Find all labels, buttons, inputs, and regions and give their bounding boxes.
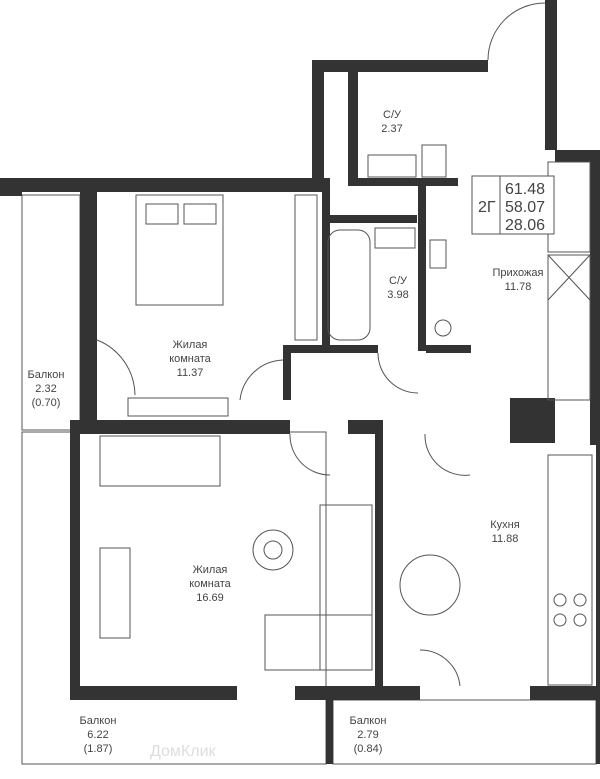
apartment-summary: 2Г 61.48 58.07 28.06 [471, 175, 555, 235]
svg-text:Балкон: Балкон [28, 369, 65, 381]
svg-text:11.88: 11.88 [492, 533, 519, 545]
svg-text:3.98: 3.98 [387, 289, 408, 301]
living-area: 28.06 [505, 217, 545, 234]
svg-text:Жилая: Жилая [193, 564, 228, 576]
svg-text:(1.87): (1.87) [84, 743, 113, 755]
svg-text:С/У: С/У [383, 109, 402, 121]
room-bedroom: Жилая комната 11.37 [169, 339, 211, 379]
watermark: ДомКлик [150, 743, 217, 760]
sink-2 [367, 154, 417, 178]
svg-text:комната: комната [169, 353, 211, 365]
room-bathroom: С/У 3.98 [387, 275, 408, 301]
door-swing [99, 547, 131, 639]
room-balcony-left: Балкон 2.32 (0.70) [28, 369, 65, 409]
svg-text:Балкон: Балкон [80, 715, 117, 727]
svg-text:11.37: 11.37 [177, 367, 204, 379]
svg-text:2.79: 2.79 [357, 729, 378, 741]
room-balcony-bottom-right: Балкон 2.79 (0.84) [350, 715, 387, 755]
washer [434, 319, 452, 337]
svg-text:С/У: С/У [389, 275, 408, 287]
bed [135, 194, 224, 306]
rug [252, 529, 294, 571]
svg-text:16.69: 16.69 [196, 592, 224, 604]
bathtub [327, 229, 371, 341]
area-without-balcony: 58.07 [505, 199, 545, 216]
svg-text:Жилая: Жилая [173, 339, 208, 351]
svg-text:Прихожая: Прихожая [493, 267, 544, 279]
room-wc-small: С/У 2.37 [381, 109, 402, 135]
apartment-type: 2Г [478, 199, 496, 216]
svg-text:2.37: 2.37 [381, 123, 402, 135]
furniture [96, 2, 593, 687]
toilet [429, 239, 447, 269]
svg-text:11.78: 11.78 [505, 281, 532, 293]
svg-text:(0.70): (0.70) [32, 397, 61, 409]
toilet-2 [421, 144, 447, 178]
hall-wardrobe [547, 254, 591, 401]
total-area: 61.48 [505, 181, 545, 198]
svg-text:(0.84): (0.84) [354, 743, 383, 755]
room-living: Жилая комната 16.69 [189, 564, 231, 604]
entry-door-swing [487, 2, 546, 61]
svg-text:Балкон: Балкон [350, 715, 387, 727]
svg-text:комната: комната [189, 578, 231, 590]
balcony-bottom-left-outline [21, 431, 327, 765]
sofa [319, 504, 373, 671]
room-hallway: Прихожая 11.78 [493, 267, 544, 293]
desk [127, 397, 229, 417]
kitchen-counter [547, 454, 593, 686]
svg-text:2.32: 2.32 [35, 383, 56, 395]
wardrobe [294, 194, 318, 341]
svg-text:Кухня: Кухня [490, 519, 519, 531]
svg-text:6.22: 6.22 [87, 729, 108, 741]
dining-table [399, 554, 461, 616]
room-balcony-bottom-left: Балкон 6.22 (1.87) [80, 715, 117, 755]
sink [374, 227, 416, 249]
room-kitchen: Кухня 11.88 [490, 519, 519, 545]
tv-stand [99, 435, 221, 487]
